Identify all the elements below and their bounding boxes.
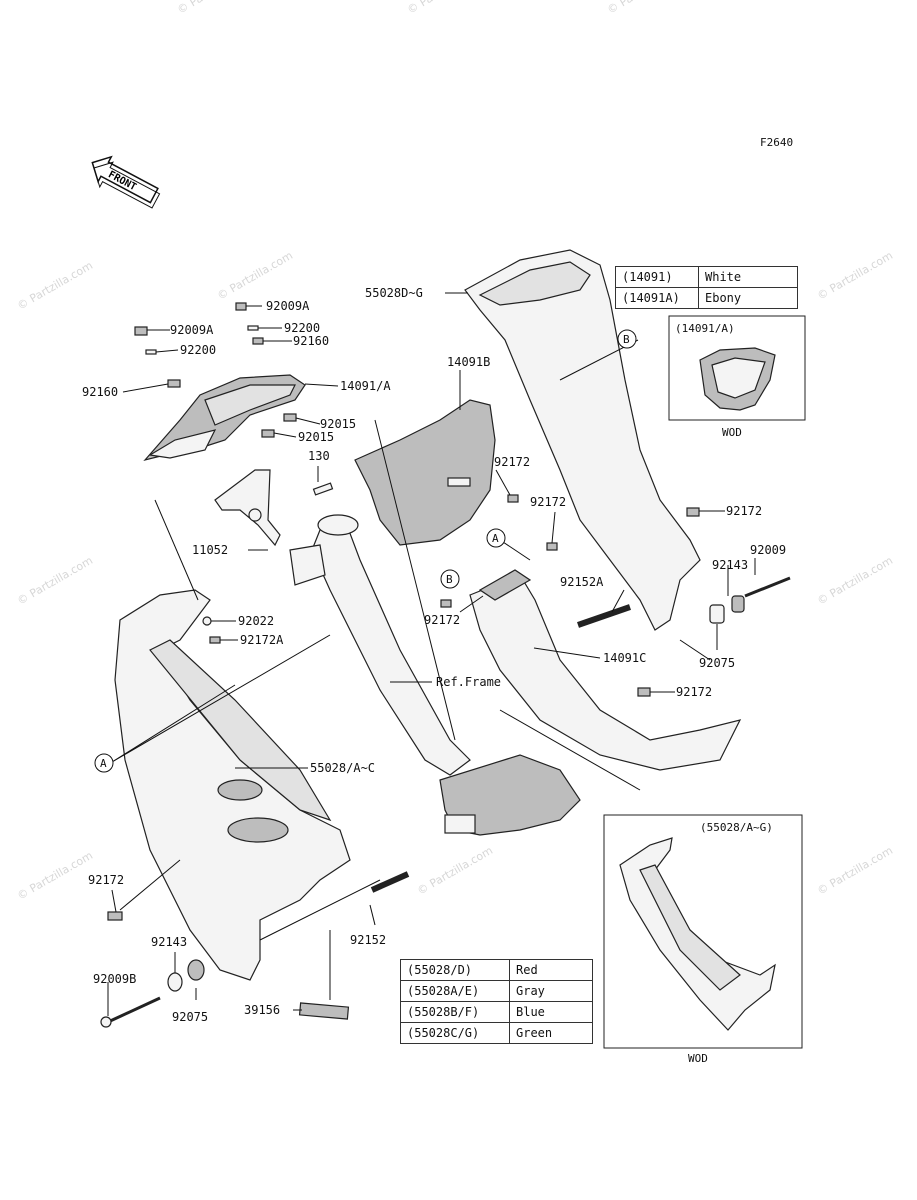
table-cell-code: (55028A/E): [400, 980, 510, 1002]
label-92172-f: 92172: [88, 873, 124, 887]
table-row: (55028C/G) Green: [400, 1022, 593, 1044]
label-92200-b: 92200: [180, 343, 216, 357]
ref-marker-a-left: A: [94, 753, 114, 773]
table-cell-code: (55028/D): [400, 959, 510, 981]
inset-14091a-shape: [699, 347, 776, 411]
table-cell-color: Red: [509, 959, 593, 981]
label-ref-frame: Ref.Frame: [436, 675, 501, 689]
front-arrow-icon: FRONT: [91, 155, 161, 209]
table-cell-color: Ebony: [698, 287, 798, 309]
label-92172-b: 92172: [530, 495, 566, 509]
label-92015-a: 92015: [320, 417, 356, 431]
table-cell-color: Blue: [509, 1001, 593, 1023]
ref-marker-a-center: A: [486, 528, 506, 548]
table-cell-color: Gray: [509, 980, 593, 1002]
label-92172-a: 92172: [494, 455, 530, 469]
table-cell-code: (14091A): [615, 287, 699, 309]
cover-14091c: [469, 569, 742, 771]
svg-text:© Partzilla.com: © Partzilla.com: [815, 554, 895, 608]
svg-text:A: A: [492, 532, 499, 545]
label-92009: 92009: [750, 543, 786, 557]
label-92160-a: 92160: [293, 334, 329, 348]
part-labels: 92009A 92009A 92200 92200 92160 92160 14…: [82, 286, 786, 1024]
label-14091-a: 14091/A: [340, 379, 391, 393]
label-92152a: 92152A: [560, 575, 604, 589]
figure-code: F2640: [760, 136, 793, 149]
svg-text:© Partzilla.com: © Partzilla.com: [15, 849, 95, 903]
svg-text:B: B: [446, 573, 453, 586]
label-14091b: 14091B: [447, 355, 490, 369]
label-92200-a: 92200: [284, 321, 320, 335]
svg-text:A: A: [100, 757, 107, 770]
label-92022: 92022: [238, 614, 274, 628]
meter-cover-14091-a: [143, 374, 306, 462]
leader-lines: [107, 292, 756, 1016]
label-92172-e: 92172: [424, 613, 460, 627]
label-92075-b: 92075: [172, 1010, 208, 1024]
label-55028d-g: 55028D~G: [365, 286, 423, 300]
svg-text:© Partzilla.com: © Partzilla.com: [215, 249, 295, 303]
svg-text:© Partzilla.com: © Partzilla.com: [15, 554, 95, 608]
label-92015-b: 92015: [298, 430, 334, 444]
svg-text:© Partzilla.com: © Partzilla.com: [415, 844, 495, 898]
color-table-55028: (55028/D) Red (55028A/E) Gray (55028B/F)…: [400, 959, 593, 1044]
cover-14091b: [354, 399, 496, 546]
label-92075-a: 92075: [699, 656, 735, 670]
label-92160-b: 92160: [82, 385, 118, 399]
svg-text:© Partzilla.com: © Partzilla.com: [815, 249, 895, 303]
label-92009b: 92009B: [93, 972, 136, 986]
table-cell-color: Green: [509, 1022, 593, 1044]
table-row: (55028/D) Red: [400, 959, 593, 981]
ref-marker-b-center: B: [440, 569, 460, 589]
side-cover-55028-a-c: [114, 589, 351, 981]
label-92143-a: 92143: [712, 558, 748, 572]
ref-marker-b-right: B: [617, 329, 637, 349]
frame-tube: [289, 514, 581, 836]
table-cell-code: (14091): [615, 266, 699, 288]
inset-14091a-caption: WOD: [722, 426, 742, 439]
inset-55028-shape: [619, 837, 776, 1031]
label-92172-d: 92172: [676, 685, 712, 699]
svg-text:© Partzilla.com: © Partzilla.com: [405, 0, 485, 17]
inset-55028-caption: WOD: [688, 1052, 708, 1065]
label-92152: 92152: [350, 933, 386, 947]
small-fasteners: [134, 302, 334, 644]
label-92172-c: 92172: [726, 504, 762, 518]
svg-text:© Partzilla.com: © Partzilla.com: [815, 844, 895, 898]
table-row: (55028B/F) Blue: [400, 1001, 593, 1023]
label-11052: 11052: [192, 543, 228, 557]
side-cover-55028d-g: [464, 249, 701, 631]
label-92143-b: 92143: [151, 935, 187, 949]
bracket-11052: [214, 469, 281, 547]
label-130: 130: [308, 449, 330, 463]
label-92172A: 92172A: [240, 633, 284, 647]
table-row: (55028A/E) Gray: [400, 980, 593, 1002]
table-cell-color: White: [698, 266, 798, 288]
table-row: (14091) White: [615, 266, 798, 288]
inset-55028-title: (55028/A~G): [700, 821, 773, 834]
label-14091c: 14091C: [603, 651, 646, 665]
svg-text:B: B: [623, 333, 630, 346]
svg-text:© Partzilla.com: © Partzilla.com: [15, 259, 95, 313]
label-55028-a-c: 55028/A~C: [310, 761, 375, 775]
inset-box-55028: [603, 814, 803, 1049]
label-92009A-top: 92009A: [266, 299, 310, 313]
right-fasteners: [440, 494, 791, 697]
svg-text:© Partzilla.com: © Partzilla.com: [605, 0, 685, 17]
inset-box-14091a: [668, 315, 806, 421]
label-92009A-left: 92009A: [170, 323, 214, 337]
table-cell-code: (55028B/F): [400, 1001, 510, 1023]
inset-14091a-title: (14091/A): [675, 322, 735, 335]
table-row: (14091A) Ebony: [615, 287, 798, 309]
table-cell-code: (55028C/G): [400, 1022, 510, 1044]
color-table-14091: (14091) White (14091A) Ebony: [615, 266, 798, 309]
label-39156: 39156: [244, 1003, 280, 1017]
svg-text:© Partzilla.com: © Partzilla.com: [175, 0, 255, 17]
lower-fasteners: [100, 871, 410, 1028]
